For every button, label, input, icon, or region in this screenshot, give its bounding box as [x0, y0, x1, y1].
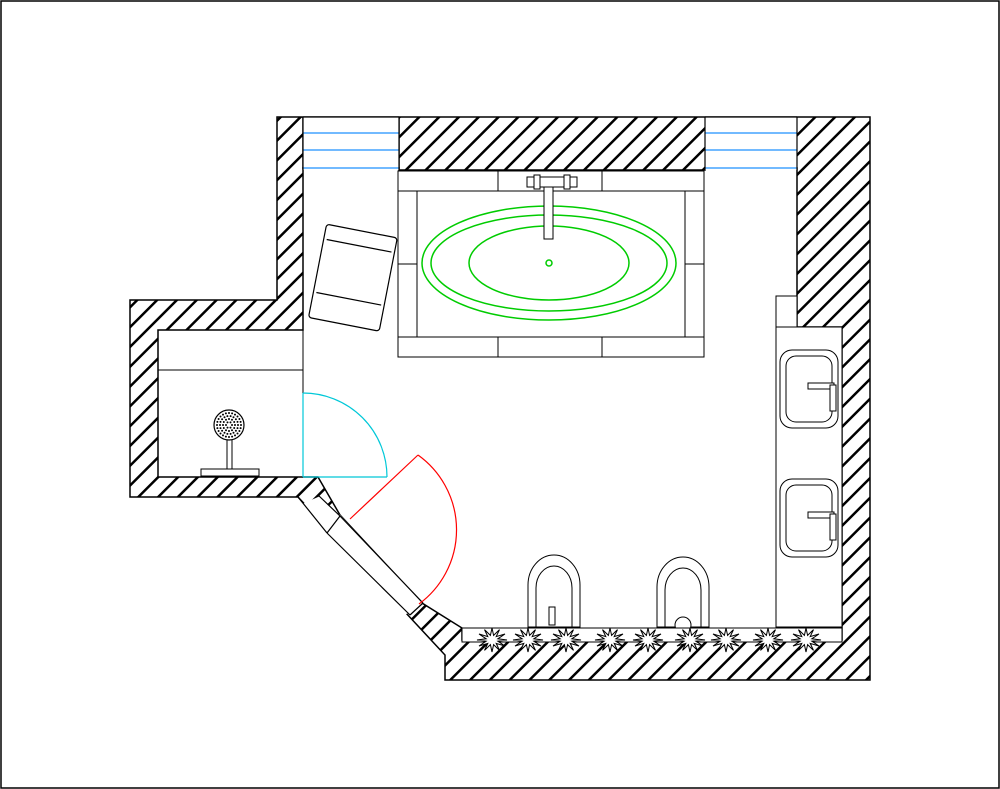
shower-head-hole: [238, 430, 241, 432]
shower-head-hole: [232, 416, 235, 419]
shower-head-hole: [231, 435, 234, 438]
planter-strip: [461, 627, 843, 653]
shower-head-hole: [222, 421, 225, 423]
planter-plant: [674, 627, 706, 653]
tub-faucet: [526, 174, 578, 240]
shower-head-hole: [216, 420, 219, 423]
shower-head-hole: [221, 418, 224, 421]
planter-plant: [710, 627, 742, 653]
bidet: [656, 556, 710, 634]
shower-head-hole: [229, 432, 232, 435]
shower-head-hole: [216, 424, 218, 426]
shower-head-hole: [228, 418, 230, 420]
shower-head-hole: [231, 429, 233, 432]
planter-plant: [752, 627, 784, 653]
shower-head-hole: [222, 427, 225, 429]
shower-head-hole: [234, 418, 237, 421]
shower-head-hole: [236, 427, 239, 430]
shower-head-hole: [222, 413, 224, 416]
shower-head-hole: [219, 432, 222, 435]
shower-head-hole: [217, 418, 220, 420]
planter-plant: [632, 627, 664, 653]
shower-valve: [200, 440, 260, 477]
shower-head-hole: [226, 426, 229, 429]
double-vanity: [775, 295, 843, 640]
shower-head-hole: [236, 420, 239, 423]
sink-2: [779, 478, 839, 558]
shower-head-hole: [219, 420, 222, 423]
shower-head-hole: [225, 418, 227, 421]
planter-plant: [512, 627, 544, 653]
shower-head: [213, 409, 245, 441]
shower-head-hole: [238, 418, 241, 420]
planter-plant: [594, 627, 626, 653]
shower-head-hole: [228, 412, 230, 414]
shower-head-hole: [237, 424, 239, 426]
shower-head-hole: [219, 427, 222, 430]
planter-plant: [790, 627, 822, 653]
planter-plant: [550, 627, 582, 653]
shower-head-hole: [223, 416, 226, 419]
shower-head-hole: [224, 435, 227, 438]
entry-door: [297, 454, 458, 616]
shower-head-hole: [236, 432, 239, 435]
shower-head-hole: [234, 429, 237, 432]
shower-head-hole: [222, 424, 224, 426]
lounge-chair: [308, 224, 398, 332]
shower-head-hole: [231, 412, 234, 415]
toilet: [527, 554, 581, 641]
shower-head-hole: [226, 432, 229, 435]
shower-head-hole: [231, 424, 233, 426]
shower-head-hole: [232, 431, 235, 434]
shower-head-hole: [222, 434, 224, 437]
shower-glass-door: [302, 392, 388, 478]
planter-plant: [476, 627, 508, 653]
shower-head-hole: [224, 412, 227, 415]
shower-head-hole: [234, 413, 236, 416]
shower-head-hole: [216, 427, 219, 430]
shower-head-hole: [229, 415, 232, 418]
shower-head-hole: [221, 429, 224, 432]
shower-head-hole: [233, 421, 236, 423]
shower-head-hole: [239, 420, 242, 423]
shower-head-hole: [240, 424, 242, 426]
shower-head-hole: [225, 429, 227, 432]
shower-head-hole: [229, 426, 232, 429]
shower-head-hole: [217, 430, 220, 432]
shower-head-hole: [234, 424, 236, 426]
shower-head-hole: [226, 421, 229, 424]
window-top-right: [704, 116, 798, 170]
shower-head-hole: [223, 431, 226, 434]
shower-head-hole: [229, 421, 232, 424]
shower-head-hole: [225, 424, 227, 426]
shower-head-hole: [226, 415, 229, 418]
shower-head-hole: [233, 427, 236, 429]
shower-head-hole: [219, 415, 222, 418]
window-top-left: [302, 116, 400, 170]
shower-head-hole: [219, 424, 221, 426]
shower-head-hole: [239, 427, 242, 430]
sink-1: [779, 349, 839, 429]
shower-head-hole: [231, 418, 233, 421]
shower-head-hole: [234, 434, 236, 437]
shower-head-hole: [236, 415, 239, 418]
shower-head-hole: [228, 430, 230, 432]
shower-head-hole: [228, 436, 230, 438]
